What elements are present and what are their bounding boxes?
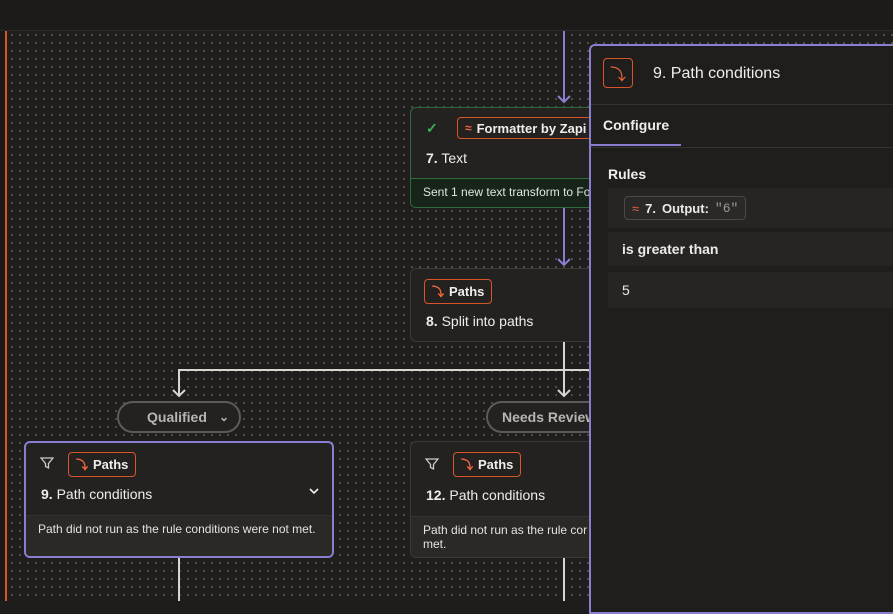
step-config-panel: ⤵ 9. Path conditions Configure Rules ≈ 7… [589,44,893,614]
step-title: 8. Split into paths [426,313,534,329]
branch-label: Needs Review [502,409,597,425]
app-label: Formatter by Zapi [476,120,587,136]
tab-configure[interactable]: Configure [591,105,682,146]
step-title: 9. Path conditions [41,486,153,502]
step-card-formatter[interactable]: ✓ ≈ Formatter by Zapi 7. Text Sent 1 new… [410,107,600,208]
step-card-paths-8[interactable]: ⤵ Paths 8. Split into paths [410,268,600,342]
branch-pill-qualified[interactable]: Qualified ⌄ [117,401,241,433]
step-title: 12. Path conditions [426,487,546,503]
chevron-down-icon: ⌄ [218,410,229,424]
rules-label: Rules [608,166,647,182]
step-status: Sent 1 new text transform to Fo [411,178,599,207]
connector-lines [172,31,590,601]
app-badge-paths: ⤵ Paths [68,452,137,477]
rule-value[interactable]: 5 [608,272,893,308]
app-label: Paths [449,284,485,299]
app-label: Paths [478,457,514,472]
step-title: 7. Text [426,150,468,166]
branch-label: Qualified [147,409,207,425]
step-status: Path did not run as the rule cor met. [411,516,609,557]
field-value: "6" [714,200,739,216]
paths-icon: ⤵ [432,285,445,299]
step-card-paths-9[interactable]: ⤵ Paths 9. Path conditions Path did not … [24,441,334,558]
formatter-icon: ≈ [632,200,640,216]
paths-icon: ⤵ [603,58,633,88]
panel-tabs: Configure [591,105,893,148]
panel-header: ⤵ 9. Path conditions [591,46,893,105]
formatter-icon: ≈ [465,121,472,135]
top-toolbar [0,0,893,31]
panel-title: 9. Path conditions [653,65,781,82]
app-badge-formatter: ≈ Formatter by Zapi [457,117,595,139]
step-status: Path did not run as the rule conditions … [26,515,332,556]
chevron-down-icon[interactable] [308,484,320,500]
filter-icon [424,457,440,474]
check-icon: ✓ [426,120,438,136]
field-token[interactable]: ≈ 7.Output: "6" [624,196,747,220]
paths-icon: ⤵ [76,458,89,472]
left-rail [0,31,7,601]
app-label: Paths [93,457,129,472]
app-badge-paths: ⤵ Paths [424,279,493,304]
paths-icon: ⤵ [461,458,474,472]
rule-field[interactable]: ≈ 7.Output: "6" [608,188,893,228]
branch-pill-needs-review[interactable]: Needs Review [486,401,606,433]
rule-operator[interactable]: is greater than [608,232,893,266]
filter-icon [39,456,55,473]
step-card-paths-12[interactable]: ⤵ Paths 12. Path conditions Path did not… [410,441,610,558]
app-badge-paths: ⤵ Paths [453,452,522,477]
